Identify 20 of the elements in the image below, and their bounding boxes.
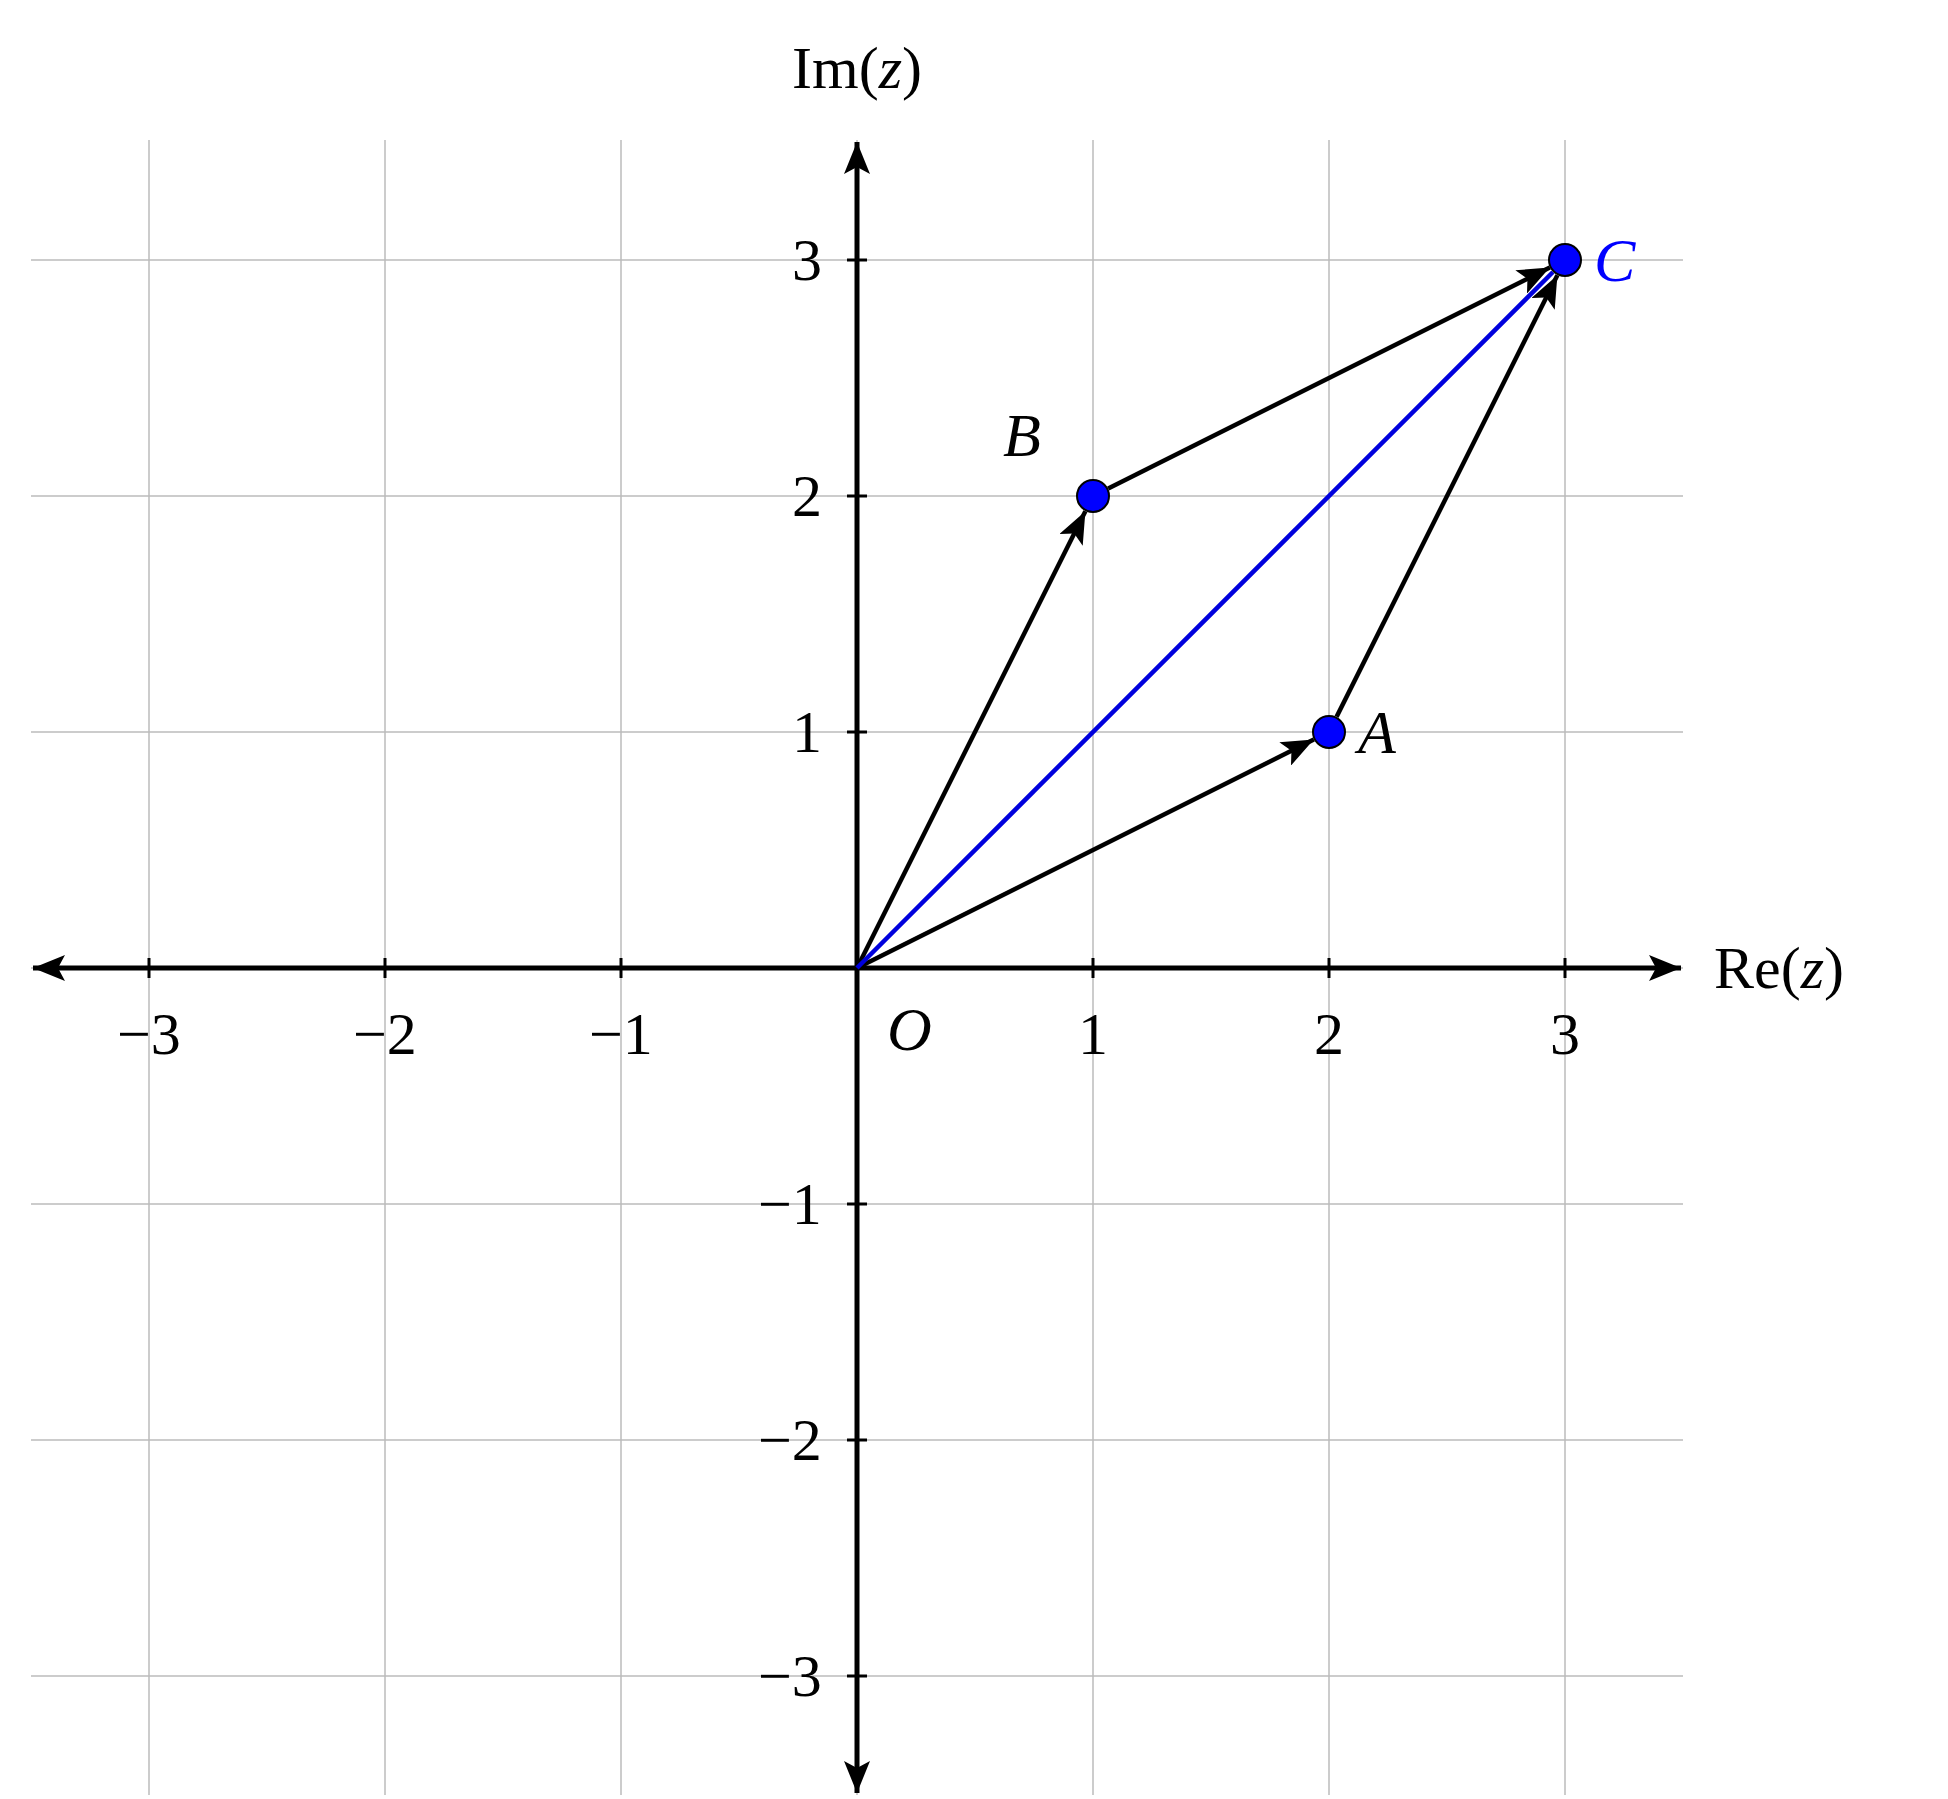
tick-label: 2 (792, 462, 822, 531)
point-label: O (887, 994, 932, 1064)
axis-title: Im(z) (792, 34, 922, 103)
tick-label: 1 (1078, 1000, 1108, 1069)
tick-label: −2 (758, 1406, 822, 1475)
tick-label: 3 (792, 226, 822, 295)
tick-label: 1 (792, 698, 822, 767)
tick-label: −1 (589, 1000, 653, 1069)
arrow (1107, 265, 1551, 491)
tick-label: −3 (758, 1642, 822, 1711)
tick-label: 2 (1314, 1000, 1344, 1069)
arrow (1334, 274, 1560, 718)
point-label: B (1003, 400, 1041, 470)
tick-label: −1 (758, 1170, 822, 1239)
line (855, 270, 1555, 970)
point-label: C (1594, 225, 1636, 295)
tick-label: −2 (353, 1000, 417, 1069)
axis-title: Re(z) (1714, 934, 1844, 1003)
tick-label: 3 (1550, 1000, 1580, 1069)
tick-label: −3 (117, 1000, 181, 1069)
